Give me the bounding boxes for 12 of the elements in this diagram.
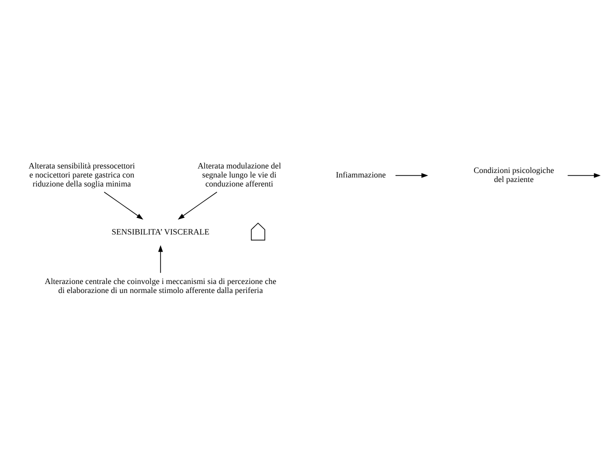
node-text: Alterazione centrale che coinvolge i meccanismi sia di percezione che di elaborazione di un normale stimolo afferente dalla periferia bbox=[44, 277, 276, 296]
node-text: SENSIBILITA’ VISCERALE bbox=[112, 228, 210, 237]
arrow bbox=[567, 173, 601, 178]
node-text: Condizioni psicologiche del paziente bbox=[474, 166, 554, 184]
node-arrow bbox=[250, 222, 266, 240]
arrow bbox=[158, 245, 163, 274]
node-text: Alterata sensibilità pressocettori e nocicettori parete gastrica con riduzione della soglia minima bbox=[28, 162, 135, 189]
arrow bbox=[104, 192, 144, 220]
node-text: Infiammazione bbox=[336, 170, 386, 180]
node-text: Alterata modulazione del segnale lungo le vie di conduzione afferenti bbox=[198, 162, 281, 189]
arrow bbox=[395, 173, 428, 178]
arrow bbox=[178, 192, 218, 220]
